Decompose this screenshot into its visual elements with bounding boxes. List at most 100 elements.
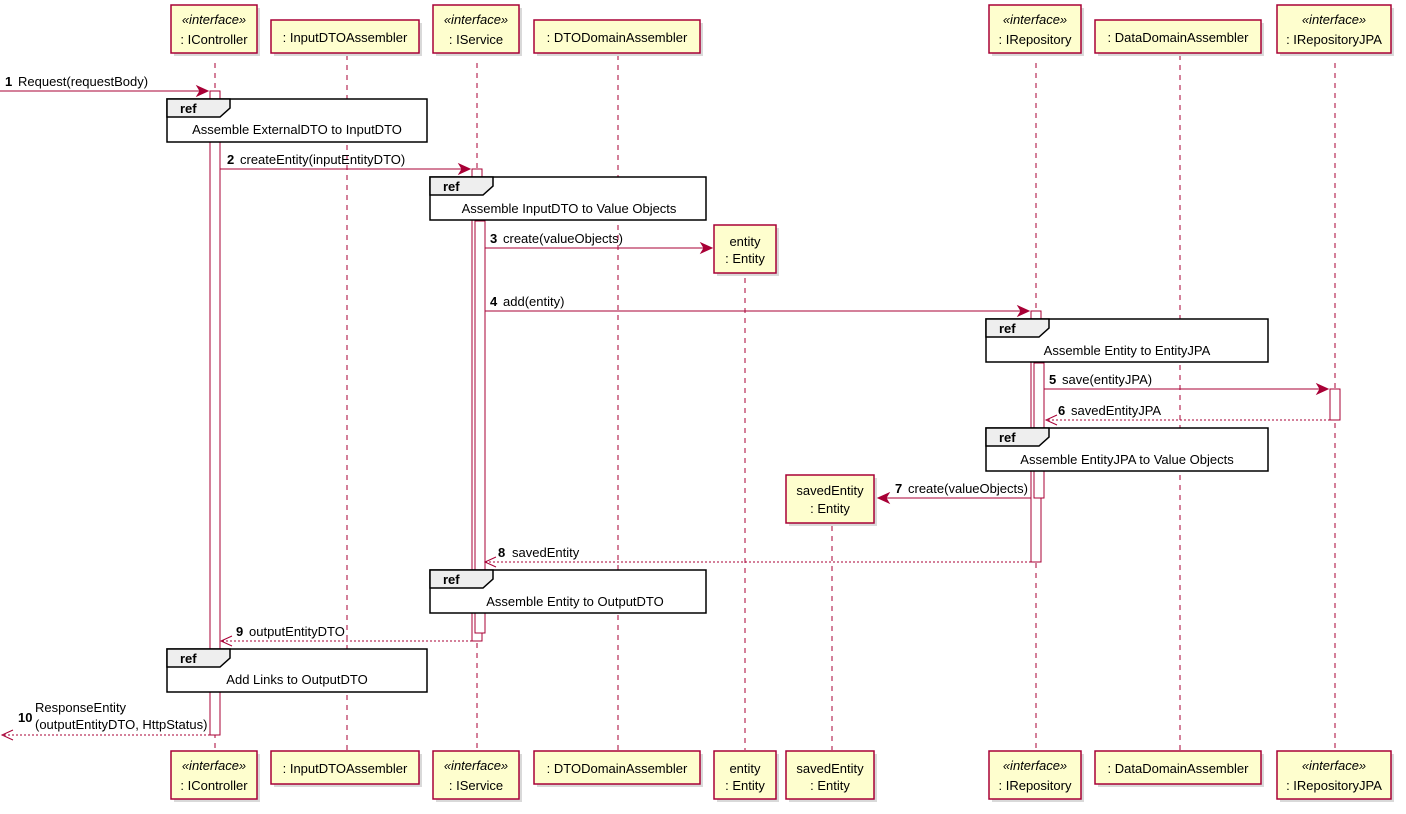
message-number: 3 <box>490 231 497 246</box>
message-number: 8 <box>498 545 505 560</box>
participant-data-domain-assembler: : DataDomainAssembler <box>1094 19 1264 56</box>
participant-repository-jpa: «interface» : IRepositoryJPA <box>1276 4 1394 56</box>
ref-frame-entity-to-jpa: ref Assemble Entity to EntityJPA <box>985 318 1269 363</box>
participant-name: entity <box>729 761 761 776</box>
ref-frame-jpa-to-value-objects: ref Assemble EntityJPA to Value Objects <box>985 427 1269 472</box>
participant-stereotype: «interface» <box>182 758 246 773</box>
participant-name: entity <box>729 234 761 249</box>
message-4: 4 add(entity) <box>485 294 1031 318</box>
ref-frame-external-to-input: ref Assemble ExternalDTO to InputDTO <box>166 98 428 143</box>
ref-text: Assemble EntityJPA to Value Objects <box>1020 452 1234 467</box>
participant-type: : Entity <box>725 778 765 793</box>
message-label: save(entityJPA) <box>1062 372 1152 387</box>
participant-stereotype: «interface» <box>1003 12 1067 27</box>
message-label: add(entity) <box>503 294 564 309</box>
messages: 1 Request(requestBody) 2 createEntity(in… <box>0 74 1330 741</box>
ref-tag: ref <box>443 572 460 587</box>
message-2: 2 createEntity(inputEntityDTO) <box>220 152 472 176</box>
participant-name: savedEntity <box>796 483 864 498</box>
ref-text: Assemble InputDTO to Value Objects <box>462 201 677 216</box>
participant-controller: «interface» : IController <box>170 4 260 56</box>
message-number: 10 <box>18 710 32 725</box>
message-label: Request(requestBody) <box>18 74 148 89</box>
ref-tag: ref <box>180 101 197 116</box>
participant-stereotype: «interface» <box>1302 12 1366 27</box>
activation-controller-outer <box>209 90 221 736</box>
ref-frame-input-to-value-objects: ref Assemble InputDTO to Value Objects <box>429 176 707 221</box>
participants-top: «interface» : IController : InputDTOAsse… <box>170 4 1394 56</box>
ref-tag: ref <box>999 321 1016 336</box>
participant-controller-bottom: «interface» : IController <box>170 750 260 802</box>
message-label: ResponseEntity <box>35 700 127 715</box>
participant-name: savedEntity <box>796 761 864 776</box>
participants-bottom: «interface» : IController : InputDTOAsse… <box>170 750 1394 802</box>
participant-name: : IRepository <box>999 778 1072 793</box>
message-number: 2 <box>227 152 234 167</box>
participant-name: : InputDTOAssembler <box>283 761 408 776</box>
activation-repository-jpa <box>1329 388 1341 421</box>
participant-name: : IRepositoryJPA <box>1286 778 1382 793</box>
participant-saved-entity-created: savedEntity : Entity <box>785 474 877 526</box>
message-9: 9 outputEntityDTO <box>219 624 472 647</box>
participant-name: : IService <box>449 32 503 47</box>
ref-tag: ref <box>443 179 460 194</box>
participant-name: : InputDTOAssembler <box>283 30 408 45</box>
message-label: create(valueObjects) <box>908 481 1028 496</box>
participant-name: : IController <box>180 32 248 47</box>
activation-service-inner <box>474 220 486 634</box>
message-number: 4 <box>490 294 498 309</box>
message-number: 6 <box>1058 403 1065 418</box>
participant-type: : Entity <box>810 778 850 793</box>
ref-frames: ref Assemble ExternalDTO to InputDTO ref… <box>166 98 1269 693</box>
message-label: createEntity(inputEntityDTO) <box>240 152 405 167</box>
participant-name: : IRepository <box>999 32 1072 47</box>
participant-dto-domain-assembler-bottom: : DTODomainAssembler <box>533 750 703 787</box>
message-label-line2: (outputEntityDTO, HttpStatus) <box>35 717 207 732</box>
ref-tag: ref <box>180 651 197 666</box>
participant-saved-entity-bottom: savedEntity : Entity <box>785 750 877 802</box>
message-6: 6 savedEntityJPA <box>1044 403 1330 426</box>
participant-dto-domain-assembler: : DTODomainAssembler <box>533 19 703 56</box>
participant-type: : Entity <box>810 501 850 516</box>
message-number: 1 <box>5 74 12 89</box>
ref-text: Assemble Entity to EntityJPA <box>1044 343 1211 358</box>
message-number: 5 <box>1049 372 1056 387</box>
ref-text: Assemble ExternalDTO to InputDTO <box>192 122 402 137</box>
participant-type: : Entity <box>725 251 765 266</box>
ref-frame-add-links: ref Add Links to OutputDTO <box>166 648 428 693</box>
ref-text: Add Links to OutputDTO <box>226 672 367 687</box>
participant-stereotype: «interface» <box>1302 758 1366 773</box>
message-1: 1 Request(requestBody) <box>0 74 210 98</box>
participant-entity-bottom: entity : Entity <box>713 750 779 802</box>
message-8: 8 savedEntity <box>483 545 1031 568</box>
participant-name: : DTODomainAssembler <box>547 30 688 45</box>
message-label: outputEntityDTO <box>249 624 345 639</box>
participant-data-domain-assembler-bottom: : DataDomainAssembler <box>1094 750 1264 787</box>
message-label: create(valueObjects) <box>503 231 623 246</box>
ref-tag: ref <box>999 430 1016 445</box>
message-number: 7 <box>895 481 902 496</box>
participant-repository: «interface» : IRepository <box>988 4 1084 56</box>
participant-name: : IRepositoryJPA <box>1286 32 1382 47</box>
participant-service-bottom: «interface» : IService <box>432 750 522 802</box>
message-7: 7 create(valueObjects) <box>876 481 1031 505</box>
participant-input-assembler: : InputDTOAssembler <box>270 19 422 56</box>
participant-repository-bottom: «interface» : IRepository <box>988 750 1084 802</box>
message-number: 9 <box>236 624 243 639</box>
activations <box>209 90 1341 736</box>
message-label: savedEntity <box>512 545 580 560</box>
message-3: 3 create(valueObjects) <box>485 231 714 255</box>
participant-name: : DataDomainAssembler <box>1108 30 1250 45</box>
participant-name: : DataDomainAssembler <box>1108 761 1250 776</box>
participant-stereotype: «interface» <box>182 12 246 27</box>
participant-stereotype: «interface» <box>444 758 508 773</box>
participant-name: : IController <box>180 778 248 793</box>
participant-stereotype: «interface» <box>444 12 508 27</box>
participant-name: : IService <box>449 778 503 793</box>
message-label: savedEntityJPA <box>1071 403 1161 418</box>
participant-repository-jpa-bottom: «interface» : IRepositoryJPA <box>1276 750 1394 802</box>
ref-frame-entity-to-output: ref Assemble Entity to OutputDTO <box>429 569 707 614</box>
message-5: 5 save(entityJPA) <box>1044 372 1330 396</box>
participant-entity-created: entity : Entity <box>713 224 779 276</box>
